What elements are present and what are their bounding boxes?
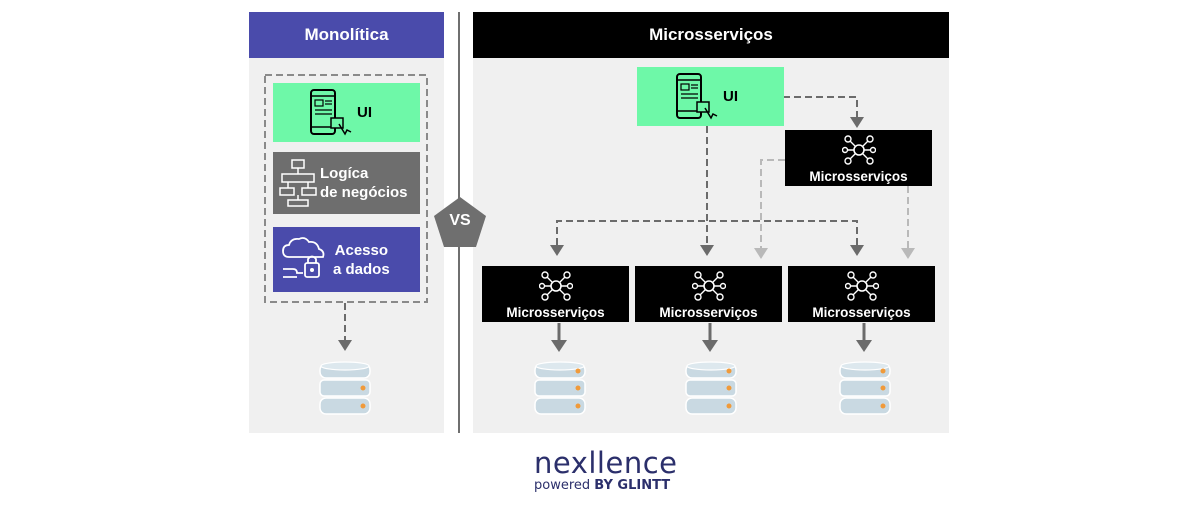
microservices-header: Microsserviços — [473, 12, 949, 58]
microservice-1-label: Microsserviços — [506, 305, 605, 320]
cloud-lock-icon — [282, 236, 325, 278]
micro-ui-label: UI — [723, 88, 738, 105]
microservice-2: Microsserviços — [635, 266, 782, 322]
mono-ui-block: UI — [273, 83, 420, 142]
microservice-2-label: Microsserviços — [659, 305, 758, 320]
tablet-icon — [310, 88, 352, 136]
logo-brand: BY GLINTT — [594, 478, 671, 493]
database-icon — [319, 361, 371, 415]
monolith-frame — [264, 74, 428, 303]
logo-powered-by: powered BY GLINTT — [534, 478, 670, 493]
monolithic-header: Monolítica — [249, 12, 444, 58]
microservice-3: Microsserviços — [788, 266, 935, 322]
tablet-icon — [676, 72, 718, 120]
vs-pentagon-icon — [434, 197, 486, 247]
mono-logic-label-2: de negócios — [320, 184, 408, 201]
mono-data-label-1: Acesso — [334, 241, 389, 259]
database-icon — [685, 361, 737, 415]
logo-powered-text: powered — [534, 478, 591, 493]
vs-label: VS — [449, 212, 471, 229]
microservice-top-label: Microsserviços — [809, 169, 908, 184]
mono-data-block: Acesso a dados — [273, 227, 420, 292]
microservices-title: Microsserviços — [649, 25, 773, 44]
microservice-1: Microsserviços — [482, 266, 629, 322]
arrow-head — [338, 340, 352, 351]
mono-data-label-2: a dados — [333, 260, 390, 278]
network-hub-icon — [841, 135, 876, 165]
network-hub-icon — [691, 271, 726, 301]
mono-logic-label-1: Logíca — [320, 165, 369, 182]
database-icon — [839, 361, 891, 415]
network-hub-icon — [538, 271, 573, 301]
micro-ui-block: UI — [637, 67, 784, 126]
mono-logic-block: Logíca de negócios — [273, 152, 420, 214]
microservice-top: Microsserviços — [785, 130, 932, 186]
monolithic-title: Monolítica — [304, 25, 389, 44]
database-icon — [534, 361, 586, 415]
network-hub-icon — [844, 271, 879, 301]
logo-name: nexllence — [534, 446, 678, 480]
mono-ui-label: UI — [357, 104, 372, 121]
microservice-3-label: Microsserviços — [812, 305, 911, 320]
flowchart-icon — [279, 159, 317, 207]
